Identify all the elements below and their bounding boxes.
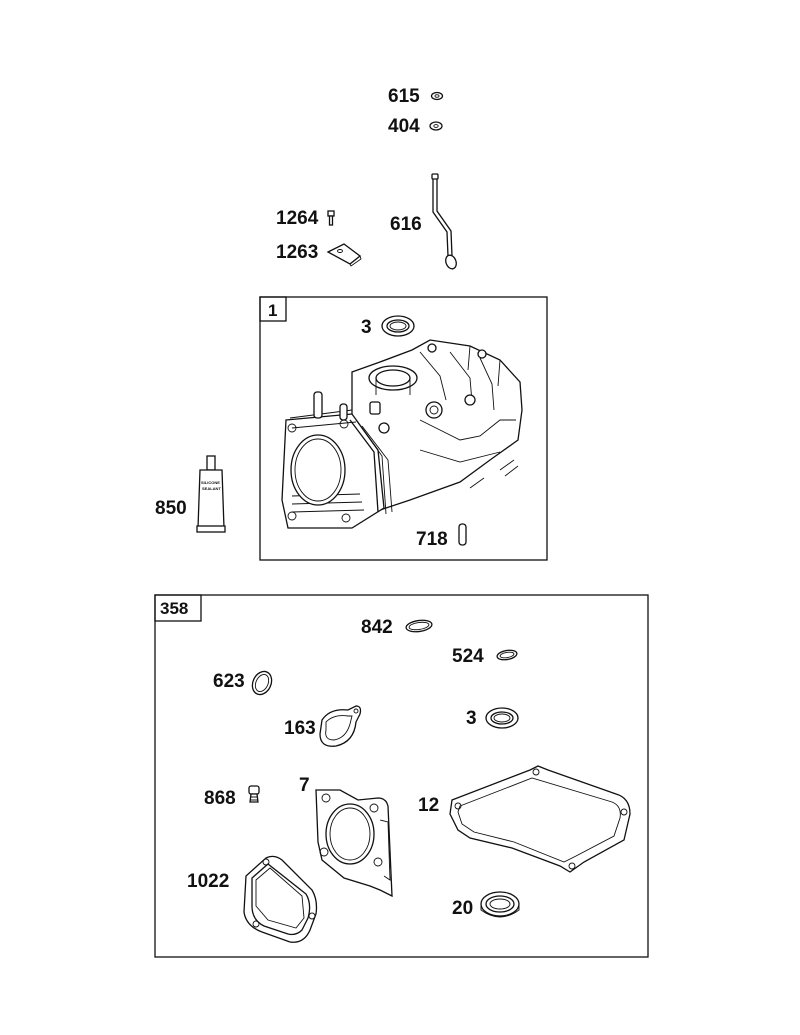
part-label-623: 623 (213, 671, 245, 692)
clamp-icon (326, 243, 362, 267)
box-number-358: 358 (160, 599, 188, 618)
part-label-718: 718 (416, 529, 448, 550)
part-label-7: 7 (299, 775, 310, 796)
part-label-1263: 1263 (276, 242, 318, 263)
gasket-kit-box (154, 594, 649, 958)
part-label-3-top: 3 (361, 317, 372, 338)
part-label-524: 524 (452, 646, 484, 667)
tube-label-line1: SILICONE (201, 480, 220, 485)
sealant-tube-icon: SILICONE SEALANT (196, 455, 226, 533)
part-label-1022: 1022 (187, 871, 229, 892)
cylinder-assembly-box (259, 296, 548, 561)
crankcase-gasket-icon (449, 765, 631, 873)
oil-seal-icon (485, 707, 519, 729)
part-label-12: 12 (418, 795, 439, 816)
part-label-1264: 1264 (276, 208, 319, 229)
box-number-1: 1 (268, 301, 277, 320)
box-number-frame (259, 296, 287, 322)
plug-icon (248, 785, 260, 803)
tube-label-line2: SEALANT (202, 486, 221, 491)
screw-icon (327, 210, 335, 226)
part-label-850: 850 (155, 498, 187, 519)
valve-cover-gasket-icon (243, 855, 318, 943)
part-label-20: 20 (452, 898, 473, 919)
part-label-3-kit: 3 (466, 708, 477, 729)
washer-icon (430, 91, 444, 101)
part-label-404: 404 (388, 116, 420, 137)
gasket-icon (319, 705, 362, 747)
part-label-842: 842 (361, 617, 393, 638)
gasket-ring-icon (496, 649, 518, 661)
washer-icon (429, 121, 443, 131)
oil-seal-icon (480, 891, 520, 918)
dipstick-tube-icon (431, 173, 457, 270)
part-label-868: 868 (204, 788, 236, 809)
oil-seal-icon (381, 315, 415, 337)
o-ring-icon (251, 670, 273, 696)
part-label-615: 615 (388, 86, 420, 107)
head-gasket-icon (315, 789, 393, 898)
dowel-pin-icon (458, 523, 467, 546)
part-label-163: 163 (284, 718, 316, 739)
gasket-ring-icon (405, 619, 433, 633)
cylinder-block-icon (281, 339, 523, 529)
box-number-frame-358 (154, 594, 202, 622)
part-label-616: 616 (390, 214, 422, 235)
